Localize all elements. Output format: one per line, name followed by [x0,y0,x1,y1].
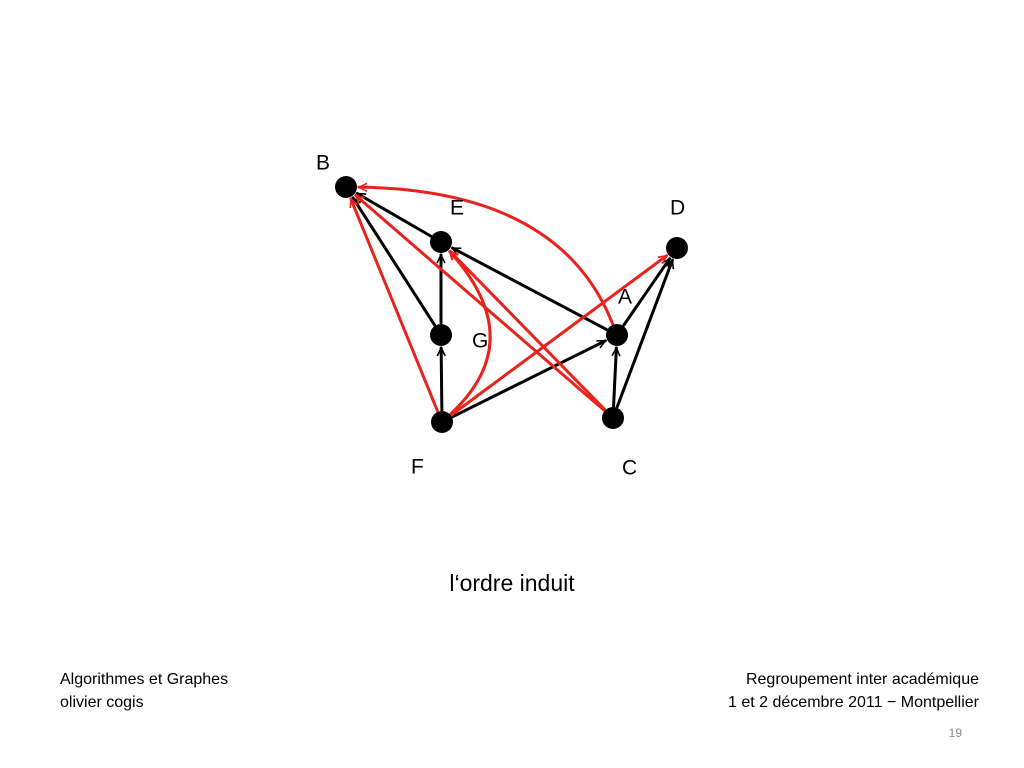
edge-c-to-e-induced [448,249,607,411]
node-a [606,324,628,346]
node-label-b: B [316,152,330,175]
node-c [602,407,624,429]
edge-a-to-e [452,246,608,331]
footer-event: Regroupement inter académique [745,671,979,688]
edge-a-to-b-induced [357,187,615,326]
node-label-c: C [622,457,637,480]
edge-f-to-e-induced [448,250,492,416]
footer-course-title: Algorithmes et Graphes [60,671,229,688]
footer-author: olivier cogis [60,694,144,711]
footer-right: Regroupement inter académique 1 et 2 déc… [728,668,979,714]
node-b [335,176,357,198]
edge-f-to-g [441,346,442,412]
node-e [430,231,452,253]
edge-c-to-b-induced [354,194,606,412]
node-layer [335,176,688,433]
edge-f-to-d-induced [450,254,669,417]
node-label-f: F [411,456,424,479]
footer-left: Algorithmes et Graphes olivier cogis [60,668,228,714]
page-number: 19 [948,726,962,740]
edge-layer [349,187,673,419]
edge-a-to-d [622,257,672,327]
node-label-g: G [472,330,488,353]
edge-c-to-d [615,260,672,409]
edge-g-to-b [351,198,437,327]
node-label-a: A [618,286,632,309]
node-label-e: E [450,197,464,220]
edge-c-to-a [614,346,617,408]
edge-f-to-b-induced [349,199,439,413]
node-f [431,411,453,433]
edge-e-to-b [357,192,433,238]
footer-date-place: 1 et 2 décembre 2011 − Montpellier [728,694,979,711]
node-label-d: D [670,197,685,220]
node-g [430,324,452,346]
diagram-caption: l‘ordre induit [449,570,575,596]
edge-f-to-a [451,339,606,419]
label-layer: B E D A G F C [316,152,685,480]
node-d [666,237,688,259]
